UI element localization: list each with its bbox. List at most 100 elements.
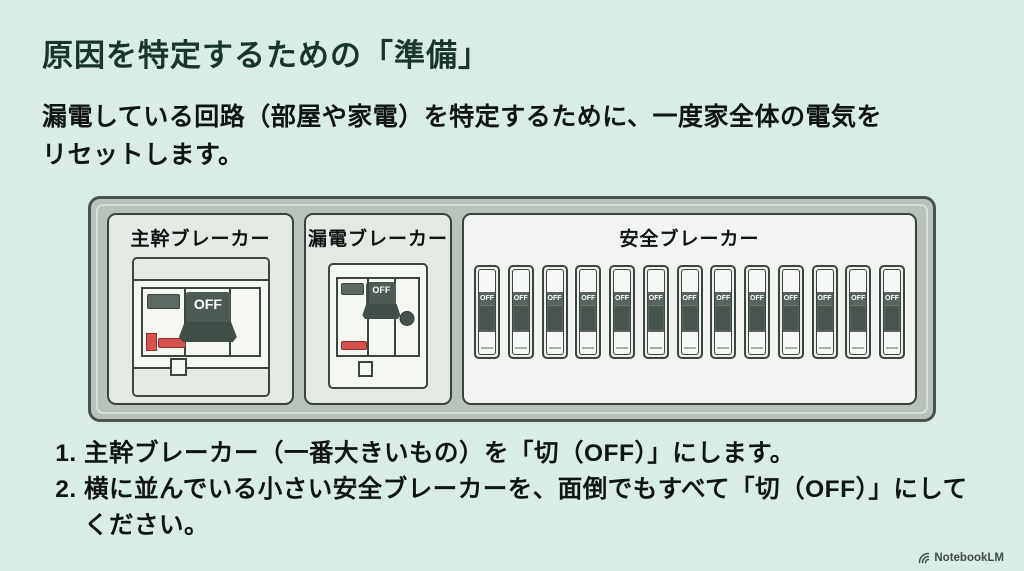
switch-state-label: OFF [851, 295, 866, 302]
safety-breaker-switch: OFF [507, 265, 534, 359]
switch-state-label: OFF [783, 295, 798, 302]
safety-breaker-frame: OFF [511, 269, 530, 355]
safety-breaker-switch: OFF [710, 265, 737, 359]
leakage-breaker-switch-column: OFF [362, 279, 401, 355]
safety-breaker-bottom-window [682, 332, 698, 354]
switch-handle [851, 305, 866, 330]
safety-breaker-switch: OFF [609, 265, 635, 359]
main-breaker-right-column [231, 289, 258, 355]
leakage-breaker-unit: OFF [336, 277, 420, 357]
safety-breaker-switch: OFF [474, 265, 500, 359]
instruction-step-1: 主幹ブレーカー（一番大きいもの）を「切（OFF）」にします。 [84, 436, 989, 472]
safety-breaker-top-window [783, 270, 799, 292]
safety-breaker-top-window [749, 270, 765, 292]
switch-state-label: OFF [513, 295, 528, 302]
leakage-breaker-right-column [396, 279, 418, 355]
switch-state-label: OFF [716, 295, 731, 302]
safety-breaker-top-window [682, 270, 698, 292]
lead-line-1: 漏電している回路（部屋や家電）を特定するために、一度家全体の電気を [42, 103, 883, 131]
safety-breaker-toggle: OFF [479, 292, 495, 332]
safety-breaker-switch: OFF [777, 265, 804, 359]
safety-breaker-toggle: OFF [614, 292, 630, 332]
switch-state-label: OFF [366, 282, 397, 304]
main-breaker-rating-plate [146, 294, 181, 309]
safety-breaker-bottom-window [749, 332, 765, 354]
red-indicator-bar [157, 338, 186, 348]
safety-breaker-frame: OFF [478, 269, 496, 355]
switch-handle [750, 305, 764, 330]
safety-breaker-bottom-window [884, 332, 900, 354]
safety-breaker-bottom-window [817, 332, 833, 354]
switch-handle [480, 305, 494, 330]
safety-breaker-bottom-window [614, 332, 630, 354]
safety-breaker-row: OFF OFF [474, 265, 905, 359]
safety-breaker-toggle: OFF [816, 292, 833, 332]
switch-state-label: OFF [581, 295, 596, 302]
safety-breaker-frame: OFF [579, 269, 598, 355]
safety-breaker-toggle: OFF [850, 292, 867, 332]
safety-breaker-toggle: OFF [715, 292, 732, 332]
safety-breaker-switch: OFF [676, 265, 703, 359]
safety-breaker-top-window [580, 270, 596, 292]
instruction-list: 主幹ブレーカー（一番大きいもの）を「切（OFF）」にします。 横に並んでいる小さ… [52, 436, 989, 544]
safety-breaker-bottom-window [479, 332, 495, 354]
switch-handle [716, 305, 731, 330]
leakage-breaker-switch: OFF [362, 282, 401, 355]
main-breaker-bottom-strip [133, 367, 268, 395]
safety-breaker-bottom-window [547, 332, 563, 354]
safety-breaker-bottom-window [783, 332, 799, 354]
safety-breaker-top-window [715, 270, 731, 292]
main-breaker-unit: OFF [140, 287, 261, 357]
switch-handle [648, 305, 663, 330]
safety-breaker-frame: OFF [680, 269, 699, 355]
switch-handle [547, 305, 562, 330]
red-indicator-icon [145, 333, 157, 351]
main-breaker: OFF [131, 257, 270, 397]
main-breaker-section: 主幹ブレーカー OFF [107, 213, 294, 405]
safety-breaker-toggle: OFF [749, 292, 765, 332]
instruction-step-2: 横に並んでいる小さい安全ブレーカーを、面倒でもすべて「切（OFF）」にしてくださ… [84, 472, 989, 544]
safety-breaker-label: 安全ブレーカー [619, 229, 760, 250]
switch-handle [817, 305, 832, 330]
switch-handle [682, 305, 697, 330]
safety-breaker-frame: OFF [849, 269, 868, 355]
safety-breaker-frame: OFF [781, 269, 800, 355]
leakage-breaker-notch [358, 361, 373, 377]
safety-breaker-switch: OFF [575, 265, 602, 359]
switch-handle [581, 305, 596, 330]
switch-handle [885, 305, 899, 330]
safety-breaker-toggle: OFF [512, 292, 529, 332]
switch-state-label: OFF [615, 295, 629, 302]
safety-breaker-switch: OFF [642, 265, 669, 359]
lead-line-2: リセットします。 [42, 140, 244, 169]
main-breaker-switch: OFF [178, 292, 237, 355]
safety-breaker-frame: OFF [815, 269, 834, 355]
breaker-panel-inner-frame: 主幹ブレーカー OFF [96, 204, 928, 414]
test-button-icon [399, 311, 415, 326]
safety-breaker-top-window [513, 270, 529, 292]
safety-breaker-bottom-window [648, 332, 664, 354]
safety-breaker-top-window [850, 270, 866, 292]
safety-breaker-top-window [884, 270, 900, 292]
safety-breaker-bottom-window [513, 332, 529, 354]
safety-breaker-toggle: OFF [546, 292, 563, 332]
main-breaker-notch [169, 358, 187, 376]
watermark-brand: NotebookLM [934, 552, 1004, 564]
safety-breaker-frame: OFF [646, 269, 665, 355]
safety-breaker-top-window [817, 270, 833, 292]
safety-breaker-switch: OFF [879, 265, 905, 359]
safety-breaker-bottom-window [580, 332, 596, 354]
switch-state-label: OFF [480, 295, 494, 302]
safety-breaker-top-window [479, 270, 495, 292]
safety-breaker-switch: OFF [811, 265, 838, 359]
safety-breaker-frame: OFF [883, 269, 901, 355]
switch-state-label: OFF [184, 292, 231, 322]
safety-breaker-frame: OFF [613, 269, 631, 355]
safety-breaker-toggle: OFF [884, 292, 900, 332]
main-breaker-top-strip [133, 259, 268, 281]
safety-breaker-top-window [614, 270, 630, 292]
switch-state-label: OFF [648, 295, 663, 302]
safety-breaker-switch: OFF [541, 265, 568, 359]
safety-breaker-toggle: OFF [580, 292, 597, 332]
switch-handle [783, 305, 798, 330]
